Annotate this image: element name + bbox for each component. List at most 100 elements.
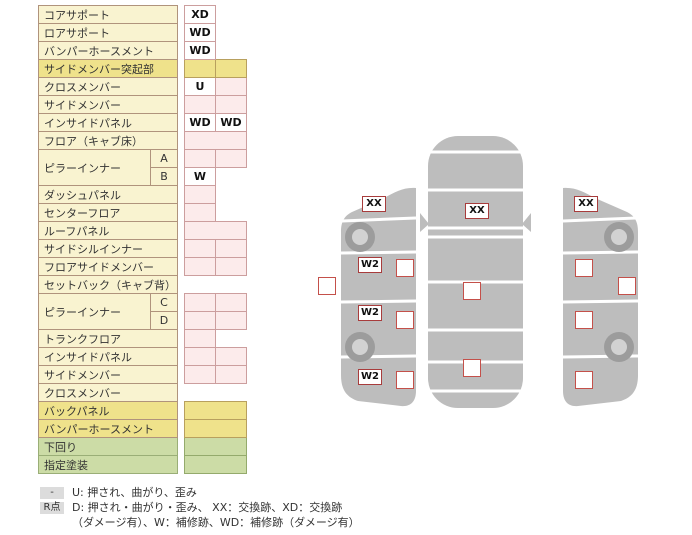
part-sublabel: D <box>150 311 178 330</box>
car-diagram-svg <box>340 136 639 408</box>
damage-code-cell: WD <box>184 113 216 132</box>
part-label: ロアサポート <box>38 23 178 42</box>
part-sublabel: A <box>150 149 178 168</box>
damage-code-cell <box>215 347 247 366</box>
part-label: クロスメンバー <box>38 77 178 96</box>
part-label: バンパーホースメント <box>38 419 178 438</box>
part-label: 指定塗装 <box>38 455 178 474</box>
damage-code-cell <box>184 203 216 222</box>
damage-mark-left-w2-3: W2 <box>358 369 382 385</box>
damage-code-cell <box>184 221 247 240</box>
part-label: ピラーインナー <box>38 149 151 186</box>
right-panel-seam-lines <box>562 216 639 359</box>
table-row: フロア（キャブ床） <box>38 131 247 150</box>
column-gap <box>178 330 185 348</box>
column-gap <box>178 258 185 276</box>
damage-code-cell <box>215 257 247 276</box>
part-label: インサイドパネル <box>38 113 178 132</box>
wheel-rear-left-hub <box>352 339 368 355</box>
part-label: 下回り <box>38 437 178 456</box>
left-panel-seam-lines <box>340 216 417 359</box>
column-gap <box>178 24 185 42</box>
damage-code-cell <box>184 401 247 420</box>
column-gap <box>178 438 185 456</box>
table-row: サイドメンバー突起部 <box>38 59 247 78</box>
damage-code-cell <box>184 329 216 348</box>
damage-code-cell: W <box>184 167 216 186</box>
column-gap <box>178 222 185 240</box>
part-label: センターフロア <box>38 203 178 222</box>
left-mirror <box>420 213 429 232</box>
legend-text-codes-cont: （ダメージ有）、W：補修跡、WD：補修跡（ダメージ有） <box>72 516 360 529</box>
column-gap <box>178 384 185 402</box>
damage-code-cell: WD <box>215 113 247 132</box>
damage-code-cell <box>184 95 216 114</box>
column-gap <box>178 132 185 150</box>
damage-code-cell <box>215 293 247 312</box>
column-gap <box>178 204 185 222</box>
damage-code-cell <box>184 419 247 438</box>
part-sublabel: B <box>150 167 178 186</box>
legend-text-u: U: 押され、曲がり、歪み <box>72 486 197 499</box>
damage-code-cell <box>215 77 247 96</box>
damage-code-cell <box>184 131 247 150</box>
legend-badge-rten: R点 <box>40 502 64 514</box>
column-gap <box>178 42 185 60</box>
part-label: インサイドパネル <box>38 347 178 366</box>
column-gap <box>178 168 185 186</box>
legend-row-3: （ダメージ有）、W：補修跡、WD：補修跡（ダメージ有） <box>72 516 360 530</box>
damage-mark-left-xx: XX <box>362 196 386 212</box>
damage-code-cell <box>215 239 247 258</box>
table-row: クロスメンバー <box>38 383 247 402</box>
legend: - U: 押され、曲がり、歪み R点 D: 押され・曲がり・歪み、 XX：交換跡… <box>40 486 360 531</box>
damage-code-cell <box>184 347 216 366</box>
damage-mark-left-w2-2: W2 <box>358 305 382 321</box>
table-row: 指定塗装 <box>38 455 247 474</box>
check-square-right-outer <box>618 277 636 295</box>
damage-code-cell: U <box>184 77 216 96</box>
damage-code-cell <box>184 257 216 276</box>
table-row: クロスメンバー U <box>38 77 247 96</box>
car-damage-diagram: XX W2 W2 W2 XX XX <box>300 125 692 425</box>
column-gap <box>178 6 185 24</box>
check-square-right-2 <box>575 311 593 329</box>
table-row: バンパーホースメント WD <box>38 41 247 60</box>
part-label: バンパーホースメント <box>38 41 178 60</box>
damage-code-cell <box>184 293 216 312</box>
table-row: 下回り <box>38 437 247 456</box>
part-label: フロアサイドメンバー <box>38 257 178 276</box>
damage-code-cell <box>215 365 247 384</box>
part-label: セットバック（キャブ背） <box>38 275 178 294</box>
column-gap <box>178 114 185 132</box>
table-row: フロアサイドメンバー <box>38 257 247 276</box>
column-gap <box>178 150 185 168</box>
check-square-right-3 <box>575 371 593 389</box>
column-gap <box>178 294 185 312</box>
legend-text-codes: D: 押され・曲がり・歪み、 XX：交換跡、XD：交換跡 <box>72 501 343 514</box>
check-square-left-3 <box>396 371 414 389</box>
part-label: サイドメンバー <box>38 95 178 114</box>
table-row: ダッシュパネル <box>38 185 247 204</box>
damage-code-cell: WD <box>184 41 216 60</box>
legend-badge-dash: - <box>40 487 64 499</box>
damage-code-cell <box>215 95 247 114</box>
damage-mark-left-w2-1: W2 <box>358 257 382 273</box>
damage-code-cell: XD <box>184 5 216 24</box>
wheel-front-right-hub <box>611 229 627 245</box>
table-row: バックパネル <box>38 401 247 420</box>
damage-code-cell <box>215 311 247 330</box>
damage-code-cell <box>184 455 247 474</box>
damage-code-cell <box>215 149 247 168</box>
right-mirror <box>522 213 531 232</box>
part-label: トランクフロア <box>38 329 178 348</box>
column-gap <box>178 366 185 384</box>
part-label: クロスメンバー <box>38 383 178 402</box>
table-row: インサイドパネル <box>38 347 247 366</box>
check-square-left-2 <box>396 311 414 329</box>
